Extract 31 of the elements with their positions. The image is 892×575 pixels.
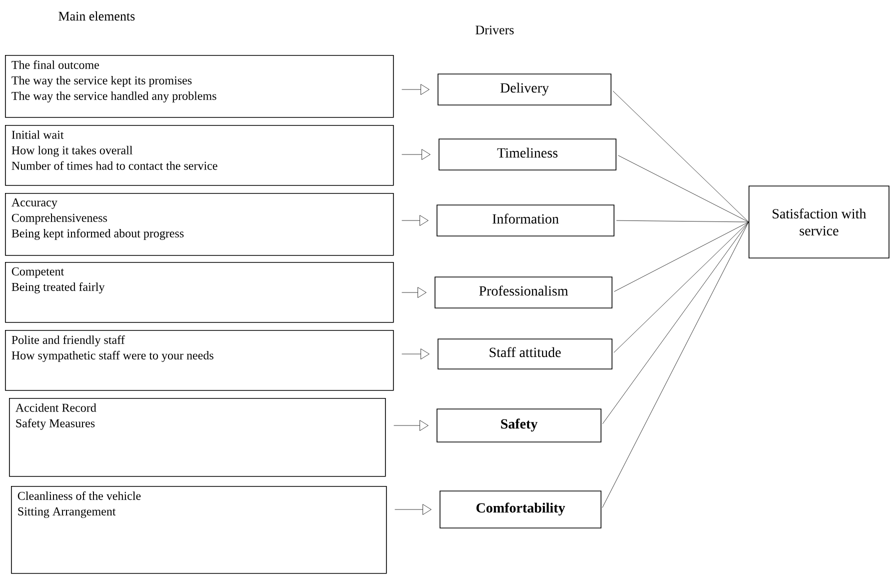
connector-line <box>614 222 749 353</box>
element-box: The final outcome The way the service kept its promises The way the service handled any problems <box>5 55 394 118</box>
arrow <box>394 420 428 431</box>
connector-line <box>618 155 749 222</box>
element-box: Competent Being treated fairly <box>5 262 394 323</box>
connector-line <box>612 90 749 222</box>
element-box: Polite and friendly staff How sympathetic staff were to your needs <box>5 330 394 391</box>
element-box: Initial wait How long it takes overall Number of times had to contact the service <box>5 125 394 186</box>
element-box: Accuracy Comprehensiveness Being kept informed about progress <box>5 193 394 256</box>
element-box: Cleanliness of the vehicle Sitting Arrangement <box>11 486 387 574</box>
arrow <box>394 504 432 515</box>
arrow <box>402 215 428 226</box>
driver-box: Staff attitude <box>438 338 612 370</box>
element-box: Accident Record Safety Measures <box>9 398 386 477</box>
heading-label: Drivers <box>476 26 514 34</box>
driver-box: Safety <box>436 408 602 442</box>
driver-box: Delivery <box>438 74 612 106</box>
driver-box: Professionalism <box>434 276 612 308</box>
heading-label: Main elements <box>58 11 135 21</box>
connector-line <box>602 222 749 424</box>
connector-line <box>614 222 749 292</box>
arrow <box>402 287 426 298</box>
driver-box: Comfortability <box>440 490 602 528</box>
connector-line <box>602 222 749 508</box>
arrow <box>402 348 430 360</box>
connector-line <box>616 220 749 222</box>
driver-box: Information <box>436 204 614 236</box>
driver-box: Timeliness <box>438 138 616 170</box>
arrow <box>402 149 430 160</box>
outcome-box: Satisfaction with service <box>748 186 890 258</box>
arrow <box>402 84 430 95</box>
